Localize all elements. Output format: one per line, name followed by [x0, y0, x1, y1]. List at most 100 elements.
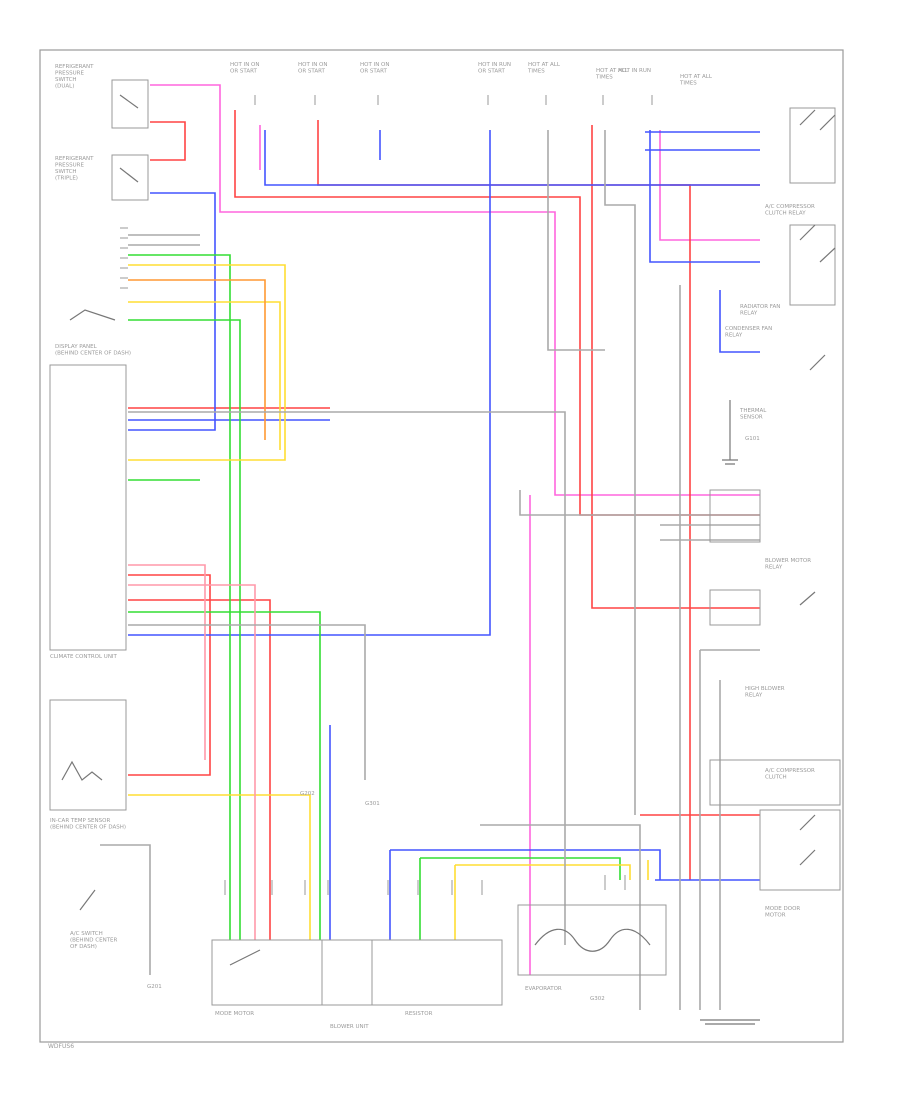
label-control-unit-top: DISPLAY PANEL(BEHIND CENTER OF DASH) [55, 344, 131, 357]
label-line: HOT IN RUN [478, 62, 511, 68]
label-right-ground: G101 [745, 436, 760, 442]
page-code: WDFUS6 [48, 1043, 74, 1050]
switch-symbol-2 [119, 167, 139, 183]
ticks-top [254, 95, 653, 105]
refrigerant-switch-2-box [111, 154, 149, 201]
wire-orange-1 [128, 279, 266, 440]
switch-symbol-8 [79, 889, 96, 911]
switch-symbol-10 [69, 309, 116, 321]
wire-pink-2 [128, 584, 256, 940]
wire-gray-3 [547, 130, 605, 351]
wire-gray-1 [128, 411, 566, 945]
label-line: HOT AT ALL [528, 62, 561, 68]
label-evaporator: EVAPORATOR [525, 986, 562, 992]
label-line: MOTOR [765, 913, 786, 919]
label-line: G302 [590, 996, 605, 1002]
label-line: HOT IN ON [298, 62, 328, 68]
wire-blue-1 [128, 192, 216, 431]
label-ground-2: G202 [300, 791, 315, 797]
wire-blue-10 [389, 849, 661, 940]
label-mode-motor: MODE MOTOR [215, 1011, 254, 1017]
wire-blue-6 [645, 131, 760, 151]
label-line: OR START [298, 69, 326, 75]
connector-ticks [120, 95, 653, 895]
wire-gray-6 [699, 649, 760, 1010]
wire-green-2 [128, 319, 241, 940]
wire-red-6 [128, 574, 211, 776]
label-line: TIMES [527, 69, 545, 75]
wire-green-1 [128, 254, 231, 940]
label-line: CLIMATE CONTROL UNIT [50, 654, 118, 660]
label-line: (BEHIND CENTER OF DASH) [55, 351, 131, 357]
label-line: G202 [300, 791, 315, 797]
label-line: EVAPORATOR [525, 986, 562, 992]
wire-magenta-1 [150, 84, 760, 496]
label-line: OR START [478, 69, 506, 75]
wire-pink-1 [128, 564, 206, 760]
diagram-border [39, 49, 844, 1043]
climate-control-unit-box [49, 364, 127, 651]
label-line: (BEHIND CENTER OF DASH) [50, 825, 126, 831]
label-fuse-7: HOT IN RUN [618, 68, 651, 74]
evaporator-box [517, 904, 667, 976]
label-blower-unit: BLOWER UNIT [330, 1024, 369, 1030]
label-line: HOT AT ALL [596, 68, 629, 74]
label-line: BLOWER UNIT [330, 1024, 369, 1030]
label-line: TIMES [595, 75, 613, 81]
wire-green-5 [419, 857, 621, 940]
wire-yellow-3 [128, 794, 311, 940]
label-line: SENSOR [740, 415, 763, 421]
blower-unit-box [211, 939, 503, 1006]
label-line: HOT IN ON [230, 62, 260, 68]
label-ground-4: G302 [590, 996, 605, 1002]
label-line: BLOWER MOTOR [765, 558, 811, 564]
wire-gray-2 [128, 624, 366, 780]
right-box-6 [709, 759, 841, 806]
switch-symbols [61, 94, 836, 1025]
label-line: OF DASH) [70, 944, 97, 950]
wire-red-2 [234, 110, 760, 516]
right-ground-symbol [722, 400, 738, 465]
label-line: G201 [147, 984, 162, 990]
label-line: TIMES [679, 81, 697, 87]
label-line: G301 [365, 801, 380, 807]
right-box-4 [709, 589, 761, 626]
switch-symbol-3 [799, 109, 836, 131]
wire-gray-8 [480, 824, 641, 1010]
label-line: OR START [360, 69, 388, 75]
wire-red-7 [128, 599, 271, 940]
label-line: OR START [230, 69, 258, 75]
label-line: DISPLAY PANEL [55, 344, 98, 350]
wire-blue-2 [264, 130, 760, 186]
label-line: G101 [745, 436, 760, 442]
switch-symbol-7 [799, 814, 816, 866]
label-ground-3: G301 [365, 801, 380, 807]
label-line: A/C COMPRESSOR [765, 204, 815, 210]
label-line: CLUTCH [765, 775, 787, 781]
switch-symbol-5 [809, 354, 826, 371]
wire-red-5 [591, 125, 760, 609]
wire-blue-7 [719, 290, 760, 353]
label-line: SWITCH [55, 77, 77, 83]
wire-green-4 [128, 611, 321, 940]
wire-magenta-4 [659, 130, 760, 241]
label-line: RELAY [740, 311, 758, 317]
label-line: (TRIPLE) [55, 176, 78, 182]
label-line: MODE DOOR [765, 906, 800, 912]
label-line: SWITCH [55, 169, 77, 175]
label-line: RELAY [765, 565, 783, 571]
label-line: IN-CAR TEMP SENSOR [50, 818, 110, 824]
evaporator-symbol [534, 928, 651, 952]
label-line: RADIATOR FAN [740, 304, 780, 310]
wires [100, 84, 760, 1010]
